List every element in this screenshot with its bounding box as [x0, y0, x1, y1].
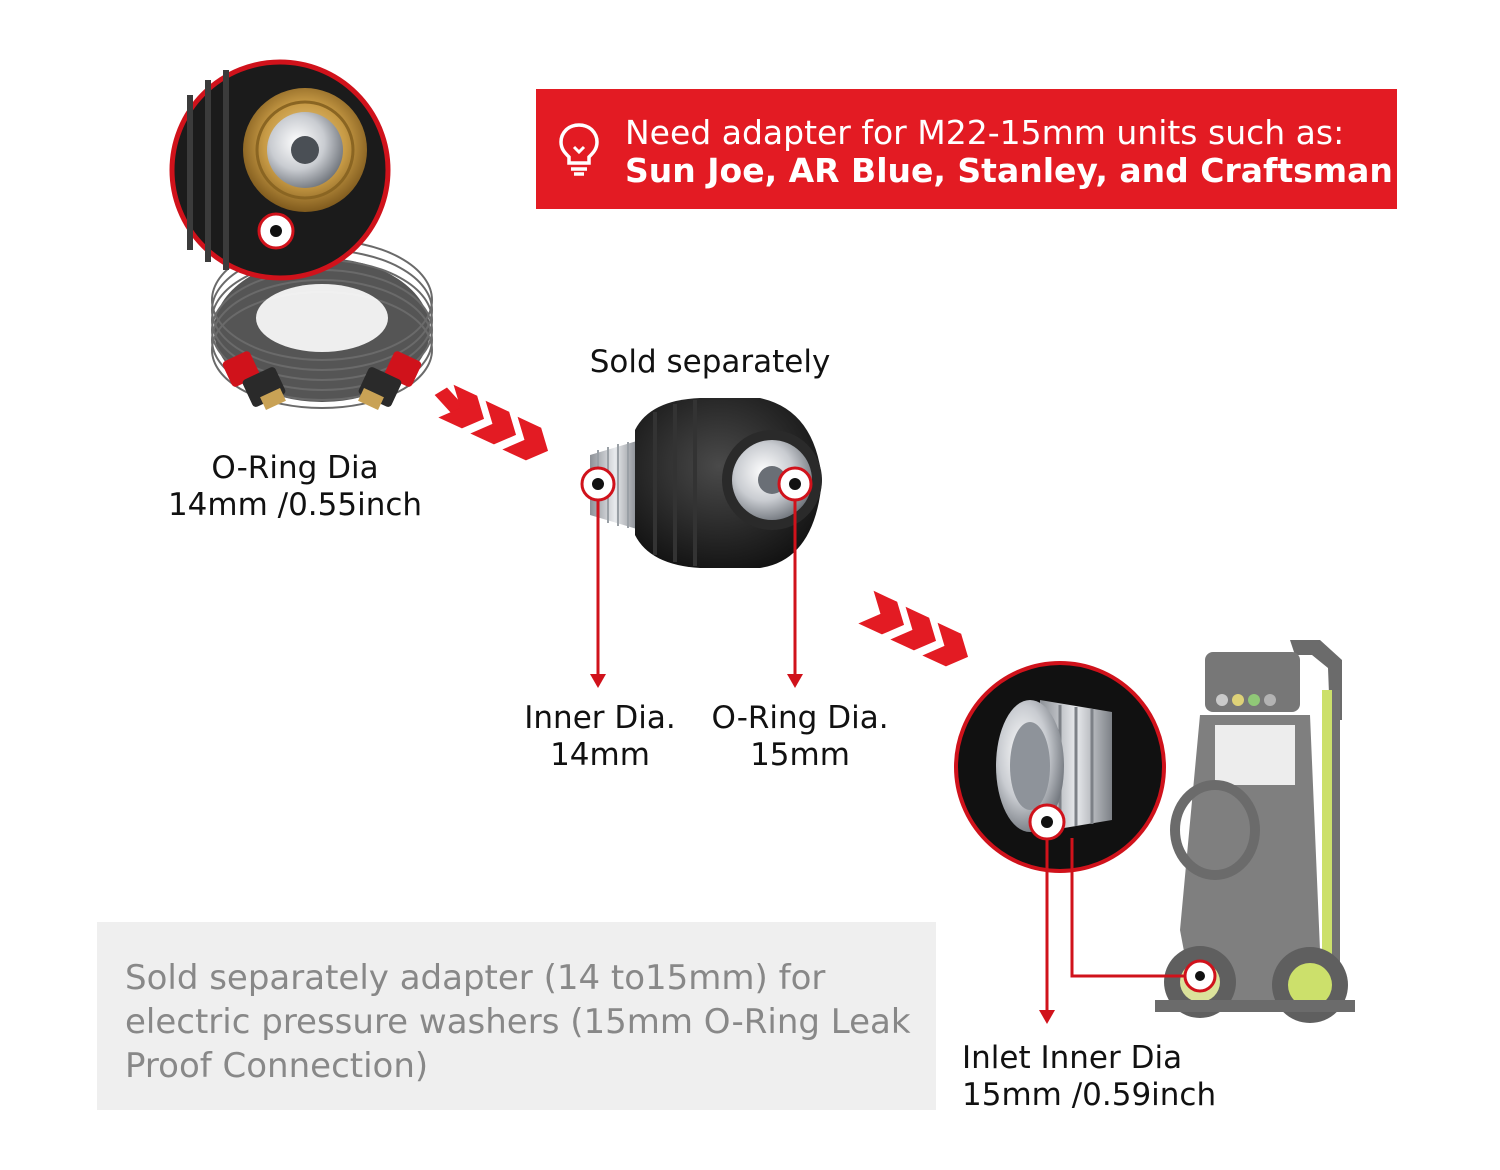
info-box: Sold separately adapter (14 to15mm) for … [97, 922, 936, 1110]
hose-oring-marker [257, 212, 295, 250]
banner-line-1: Need adapter for M22-15mm units such as: [625, 113, 1345, 152]
lightbulb-icon [559, 123, 599, 176]
info-box-text: Sold separately adapter (14 to15mm) for … [125, 958, 911, 1086]
adapter-inner-marker [580, 466, 616, 502]
oring-label-line2: 15mm [750, 737, 850, 773]
inlet-label-line2: 15mm /0.59inch [962, 1077, 1217, 1113]
inner-label-line2: 14mm [550, 737, 650, 773]
oring-label-line1: O-Ring Dia. [711, 700, 889, 736]
sold-separately-title: Sold separately [589, 344, 831, 380]
adapter-oring-dia-label: O-Ring Dia. 15mm [690, 700, 910, 774]
hose-label-line1: O-Ring Dia [211, 450, 379, 486]
pointer-lines [596, 484, 1200, 1012]
adapter-notice-banner: Need adapter for M22-15mm units such as:… [536, 89, 1397, 209]
arrow-chevrons-1 [434, 384, 549, 461]
washer-inlet-marker [1183, 959, 1217, 993]
pointer-arrowheads [590, 674, 1055, 1024]
adapter-oring-marker [777, 466, 813, 502]
hose-fitting-left [222, 351, 286, 410]
banner-line-2: Sun Joe, AR Blue, Stanley, and Craftsman [625, 151, 1393, 190]
arrow-chevrons-2 [858, 590, 969, 667]
adapter-inner-dia-label: Inner Dia. 14mm [500, 700, 700, 774]
inner-label-line1: Inner Dia. [524, 700, 676, 736]
inlet-label-line1: Inlet Inner Dia [962, 1040, 1183, 1076]
hose-label-line2: 14mm /0.55inch [167, 487, 423, 523]
hose-fitting-right [358, 351, 422, 410]
hose-fitting-zoom [169, 59, 391, 281]
inlet-zoom [954, 661, 1166, 873]
pointer-dots [257, 212, 1217, 993]
inlet-marker [1028, 803, 1066, 841]
inlet-inner-dia-label: Inlet Inner Dia 15mm /0.59inch [962, 1040, 1216, 1114]
pressure-washer-image [1155, 640, 1355, 1023]
hose-oring-label: O-Ring Dia 14mm /0.55inch [150, 450, 440, 524]
